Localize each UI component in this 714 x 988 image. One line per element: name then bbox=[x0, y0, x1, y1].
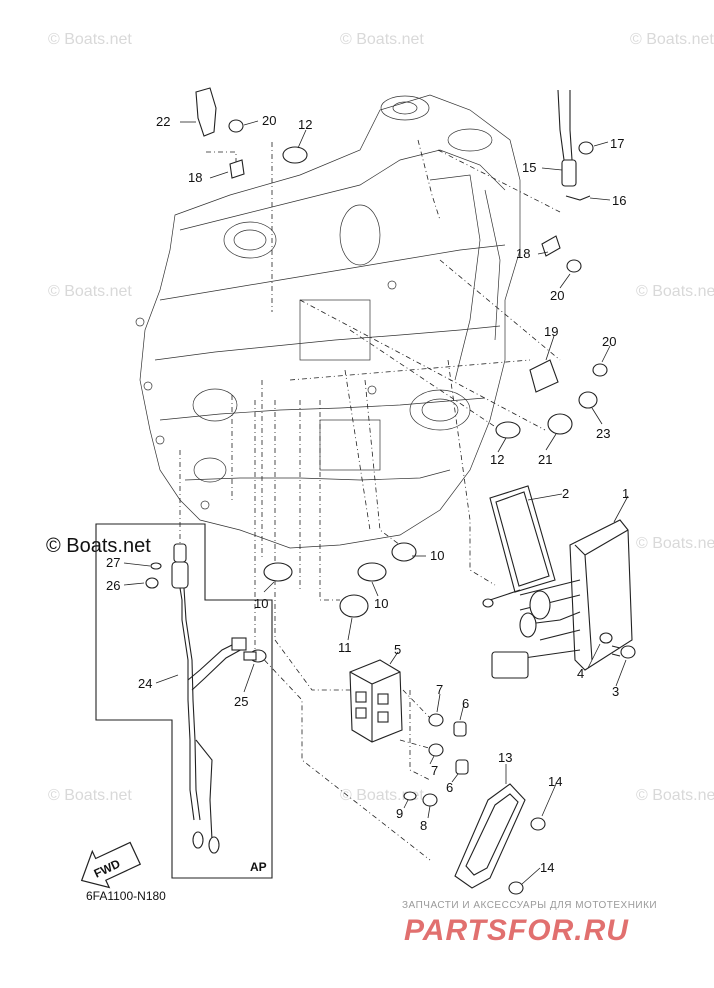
callout-13: 13 bbox=[498, 750, 512, 765]
callout-12a: 12 bbox=[298, 117, 312, 132]
clamp-part bbox=[282, 146, 308, 164]
bracket-part bbox=[541, 235, 561, 257]
callout-22: 22 bbox=[156, 114, 170, 129]
bolt-part bbox=[228, 119, 244, 133]
callout-labels: 1 2 3 4 5 6 6 7 7 8 9 10 10 10 10 11 12 … bbox=[106, 113, 629, 875]
cover-part bbox=[454, 783, 526, 889]
callout-19: 19 bbox=[544, 324, 558, 339]
callout-27: 27 bbox=[106, 555, 120, 570]
callout-17: 17 bbox=[610, 136, 624, 151]
washer-part bbox=[599, 632, 613, 644]
forward-arrow-icon: FWD bbox=[80, 841, 142, 889]
rectifier-regulator-part bbox=[482, 519, 633, 679]
callout-4: 4 bbox=[577, 666, 584, 681]
brand-logo: PARTSFOR.RU bbox=[404, 914, 629, 947]
sensor-part bbox=[557, 89, 577, 187]
bolt-part bbox=[422, 793, 438, 807]
callout-16: 16 bbox=[612, 193, 626, 208]
callout-10b: 10 bbox=[254, 596, 268, 611]
callout-1: 1 bbox=[622, 486, 629, 501]
callout-3: 3 bbox=[612, 684, 619, 699]
callout-7a: 7 bbox=[436, 682, 443, 697]
callout-8: 8 bbox=[420, 818, 427, 833]
screw-part bbox=[508, 881, 524, 895]
callout-14a: 14 bbox=[548, 774, 562, 789]
callout-5: 5 bbox=[394, 642, 401, 657]
assembly-lines bbox=[179, 139, 561, 861]
clamp-part bbox=[495, 421, 521, 439]
ap-label: AP bbox=[250, 860, 267, 874]
grommet-part bbox=[455, 759, 469, 775]
sensor-part bbox=[547, 413, 573, 435]
callout-6b: 6 bbox=[446, 780, 453, 795]
watermark: © Boats.net bbox=[636, 283, 714, 300]
callout-26: 26 bbox=[106, 578, 120, 593]
bolt-part bbox=[566, 259, 582, 273]
callout-18a: 18 bbox=[188, 170, 202, 185]
brand-tagline: ЗАПЧАСТИ И АКСЕССУАРЫ ДЛЯ МОТОТЕХНИКИ bbox=[402, 900, 657, 911]
watermark: © Boats.net bbox=[340, 787, 424, 804]
watermark: © Boats.net bbox=[630, 31, 714, 48]
callout-20a: 20 bbox=[262, 113, 276, 128]
sensor-part bbox=[195, 87, 217, 137]
watermark: © Boats.net bbox=[48, 283, 132, 300]
callout-12b: 12 bbox=[490, 452, 504, 467]
leader-lines bbox=[123, 120, 629, 885]
engine-block-drawing bbox=[135, 94, 521, 549]
callout-7b: 7 bbox=[431, 763, 438, 778]
gasket-part bbox=[489, 485, 556, 593]
cdi-unit-part bbox=[349, 659, 403, 743]
screw-part bbox=[530, 817, 546, 831]
nut-part bbox=[145, 577, 159, 589]
washer-part bbox=[150, 562, 162, 570]
clamp-part bbox=[391, 542, 417, 562]
callout-10c: 10 bbox=[374, 596, 388, 611]
diagram-code: 6FA1100-N180 bbox=[86, 889, 166, 903]
callout-11: 11 bbox=[338, 640, 352, 655]
watermark: © Boats.net bbox=[48, 31, 132, 48]
bolt-part bbox=[243, 649, 267, 663]
callout-23: 23 bbox=[596, 426, 610, 441]
watermark: © Boats.net bbox=[48, 787, 132, 804]
callout-15: 15 bbox=[522, 160, 536, 175]
battery-cable-part bbox=[171, 543, 247, 854]
bolt-part bbox=[428, 713, 444, 757]
callout-18b: 18 bbox=[516, 246, 530, 261]
bolt-part bbox=[578, 141, 594, 155]
ap-kit-box bbox=[95, 523, 273, 879]
washer-part bbox=[403, 791, 417, 801]
callout-24: 24 bbox=[138, 676, 152, 691]
clamp-part bbox=[357, 562, 387, 582]
callout-21: 21 bbox=[538, 452, 552, 467]
callout-14b: 14 bbox=[540, 860, 554, 875]
callout-25: 25 bbox=[234, 694, 248, 709]
clamp-part bbox=[263, 562, 293, 582]
watermark-group: © Boats.net © Boats.net © Boats.net © Bo… bbox=[48, 31, 714, 804]
bolt-part bbox=[611, 645, 636, 659]
callout-2: 2 bbox=[562, 486, 569, 501]
callout-20b: 20 bbox=[550, 288, 564, 303]
watermark-large: © Boats.net bbox=[46, 535, 151, 557]
bracket-part bbox=[565, 195, 591, 201]
callout-6a: 6 bbox=[462, 696, 469, 711]
holder-part bbox=[339, 594, 369, 618]
grommet-part bbox=[453, 721, 467, 737]
bracket-part bbox=[229, 159, 245, 179]
bracket-part bbox=[529, 359, 559, 393]
watermark: © Boats.net bbox=[340, 31, 424, 48]
callout-9: 9 bbox=[396, 806, 403, 821]
watermark: © Boats.net bbox=[636, 535, 714, 552]
callout-10a: 10 bbox=[430, 548, 444, 563]
callout-20c: 20 bbox=[602, 334, 616, 349]
bolt-part bbox=[592, 363, 608, 377]
watermark: © Boats.net bbox=[636, 787, 714, 804]
connector-part bbox=[578, 391, 598, 409]
